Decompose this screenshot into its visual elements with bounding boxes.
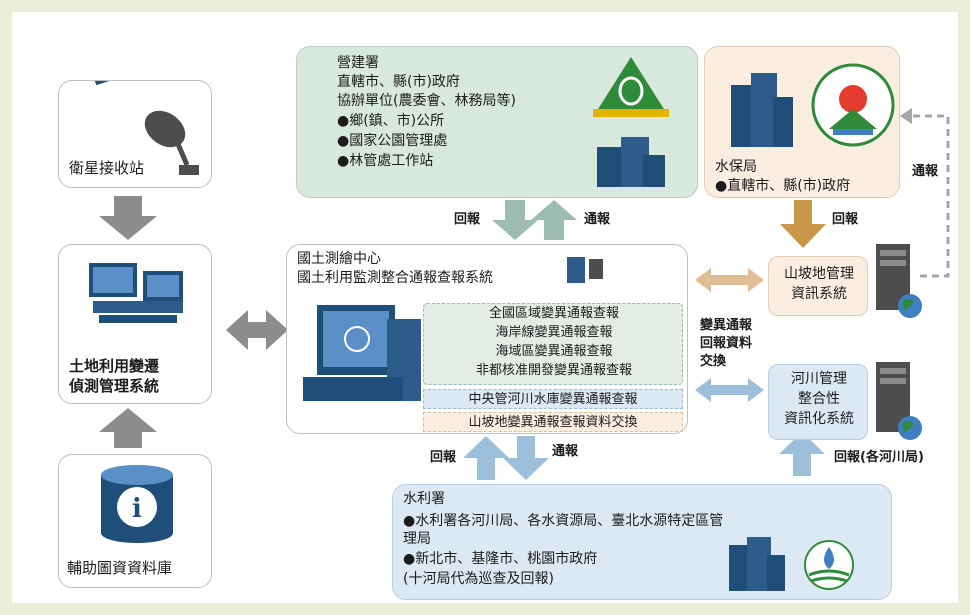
label-notify-right: 通報 [912,164,939,179]
construction-bullet-3: ●林管處工作站 [337,153,434,169]
construction-bullet-2: ●國家公園管理處 [337,133,448,149]
nlsc-item-2: 海岸線變異通報查報 [495,325,613,340]
land-system-line2: 偵測管理系統 [69,377,160,395]
wra-bullet2: ●新北市、基隆市、桃園市政府 [403,551,598,567]
label-notify-wra: 通報 [552,444,579,459]
label-exchange-1: 變異通報 [700,318,753,333]
land-use-system-box: 土地利用變遷 偵測管理系統 [58,244,212,404]
land-system-line1: 土地利用變遷 [69,357,160,375]
soil-bureau-box: 水保局 ●直轄市、縣(市)政府 [704,46,900,198]
river-line2: 整合性 [798,391,840,407]
satellite-dish-icon [92,81,199,175]
construction-title: 營建署 [337,55,379,71]
wra-box: 水利署 ●水利署各河川局、各水資源局、臺北水源特定區管 理局 ●新北市、基隆市、… [392,484,892,600]
construction-bullet-1: ●鄉(鎮、市)公所 [337,113,445,129]
wra-title: 水利署 [403,491,445,507]
wra-river-report-arrow [779,432,825,476]
label-exchange-3: 交換 [700,354,727,369]
slope-server-icon [876,244,922,318]
slope-system-box: 山坡地管理 資訊系統 [768,256,868,316]
nlsc-river-double-arrow [695,378,764,402]
nlsc-band-blue: 中央管河川水庫變異通報查報 [423,389,683,409]
construction-agency-box: 營建署 直轄市、縣(市)政府 協辦單位(農委會、林務局等) ●鄉(鎮、市)公所 … [296,46,698,198]
construction-report-arrow [492,200,538,240]
construction-line2: 協辦單位(農委會、林務局等) [337,93,516,109]
slope-line2: 資訊系統 [791,286,847,302]
auxdb-to-land-arrow [99,408,157,448]
land-nlsc-double-arrow [226,310,288,350]
label-report-wra: 回報 [430,450,457,465]
construction-line1: 直轄市、縣(市)政府 [337,74,460,90]
computer-icon [89,263,183,323]
label-notify-construction: 通報 [584,212,611,227]
river-line1: 河川管理 [791,371,847,387]
nlsc-central-box: 國土測繪中心 國土利用監測整合通報查報系統 全國區域變異通報查報 海岸線變異通報… [286,244,688,434]
wra-logo-icon [729,537,854,591]
river-line3: 資訊化系統 [784,411,854,427]
nlsc-item-3: 海域區變異通報查報 [495,344,613,359]
label-report-soil: 回報 [832,212,859,227]
wra-bullet1-line1: ●水利署各河川局、各水資源局、臺北水源特定區管 [403,513,724,529]
soil-bureau-logo-icon [731,63,895,147]
construction-notify-arrow [531,200,577,240]
slope-line1: 山坡地管理 [784,266,854,282]
label-report-river: 回報(各河川局) [834,450,924,465]
arrows-layer [99,108,950,480]
nlsc-item-1: 全國區域變異通報查報 [488,306,619,321]
nlsc-subtitle: 國土利用監測整合通報查報系統 [297,270,493,286]
satellite-label: 衛星接收站 [69,159,145,177]
nlsc-slope-double-arrow [695,268,764,292]
dashed-notify-connector [910,114,950,278]
nlsc-item-4: 非都核准開發變異通報查報 [475,363,632,378]
nlsc-items-panel: 全國區域變異通報查報 海岸線變異通報查報 海域區變異通報查報 非都核准開發變異通… [423,303,683,385]
soil-report-arrow [780,200,826,248]
wra-report-arrow [463,436,509,480]
river-system-box: 河川管理 整合性 資訊化系統 [768,364,868,440]
satellite-station-box: 衛星接收站 [58,80,212,188]
soil-title: 水保局 [715,159,757,175]
dashed-notify-arrowhead [900,108,912,124]
nlsc-band-tan: 山坡地變異通報查報資料交換 [423,412,683,432]
nlsc-title: 國土測繪中心 [297,251,381,267]
diagram-canvas: 衛星接收站 土地利用變遷 偵測管理系統 i 輔助圖資資料庫 營建署 直轄市、縣(… [12,12,958,603]
soil-bullet: ●直轄市、縣(市)政府 [715,178,851,194]
aux-database-box: i 輔助圖資資料庫 [58,454,212,588]
aux-db-label: 輔助圖資資料庫 [67,559,173,577]
satellite-to-land-arrow [99,196,157,240]
label-report-construction: 回報 [454,212,481,227]
svg-text:i: i [132,494,142,524]
wra-note: (十河局代為巡查及回報) [403,571,554,587]
database-info-icon: i [101,465,173,543]
construction-logo-icon [593,57,669,187]
nlsc-computer-icon [303,257,603,401]
river-server-icon [876,362,922,440]
label-exchange-2: 回報資料 [700,336,753,351]
wra-bullet1-line2: 理局 [403,531,431,547]
wra-notify-arrow [503,436,549,480]
